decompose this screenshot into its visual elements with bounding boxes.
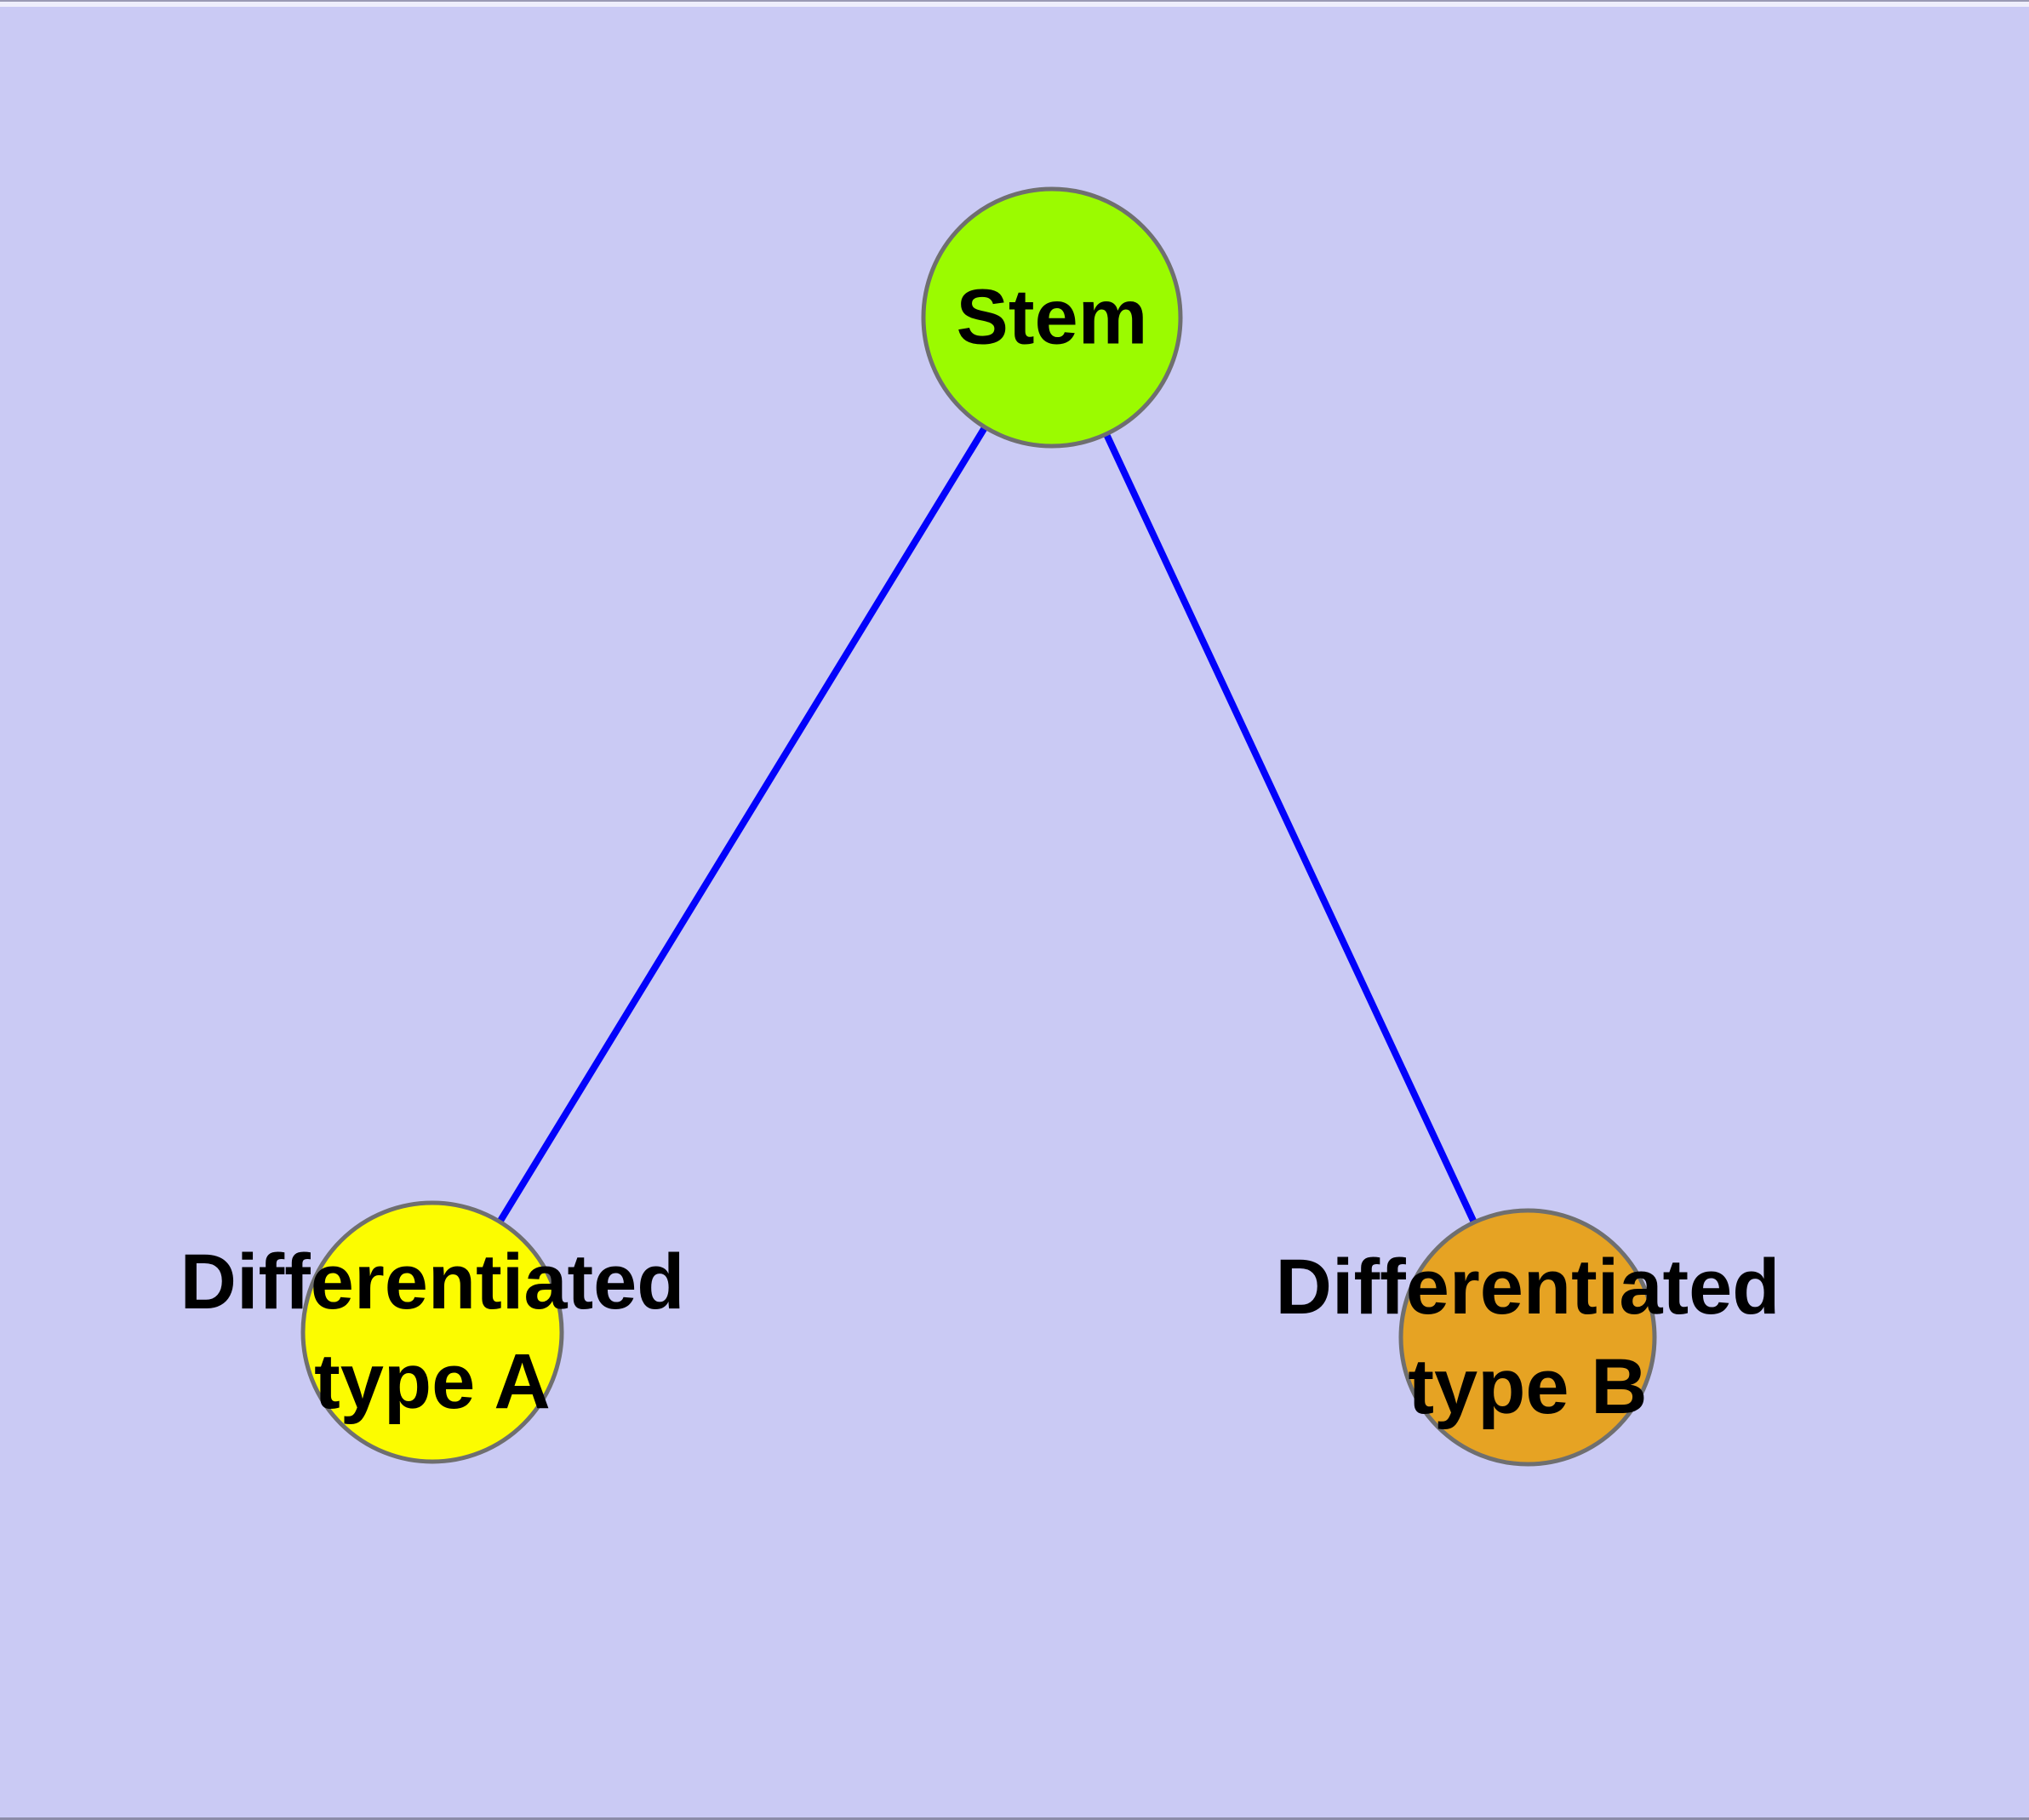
node-differentiated-type-a-circle xyxy=(300,1200,564,1464)
edge-stem-to-type-a xyxy=(429,314,1055,1336)
node-differentiated-type-b-circle xyxy=(1398,1208,1657,1467)
edge-stem-to-type-b xyxy=(1049,314,1531,1341)
node-stem-circle xyxy=(921,186,1183,449)
